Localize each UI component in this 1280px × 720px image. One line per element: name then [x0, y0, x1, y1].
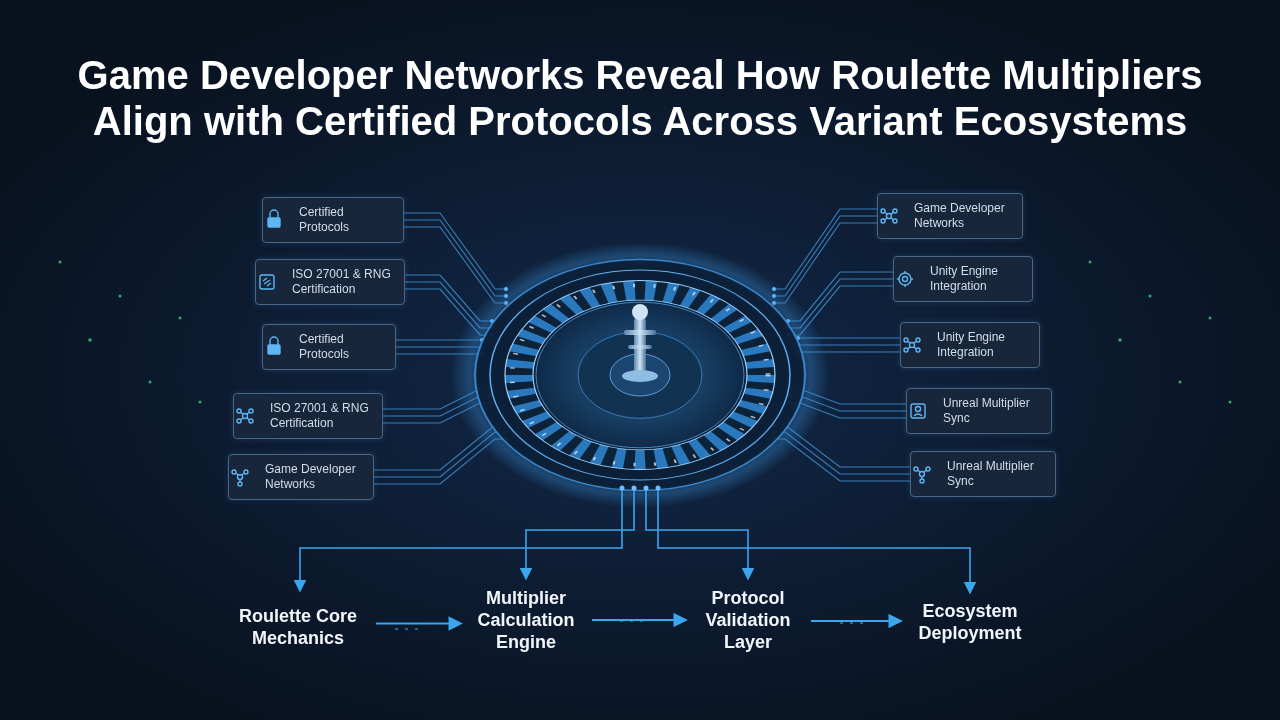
flow-arrow [811, 620, 900, 622]
box-label: Unity Engine Integration [930, 264, 1020, 294]
roulette-wheel [450, 242, 830, 508]
box-label: Unreal Multiplier Sync [947, 459, 1043, 489]
info-box: Certified Protocols [262, 324, 396, 370]
flow-step: Protocol Validation Layer [693, 587, 803, 653]
box-label: ISO 27001 & RNG Certification [270, 401, 370, 431]
box-label: Unreal Multiplier Sync [943, 396, 1039, 426]
flow-arrow [376, 623, 460, 625]
box-label: Certified Protocols [299, 332, 383, 362]
info-box: ISO 27001 & RNG Certification [233, 393, 383, 439]
step-label: Ecosystem Deployment [908, 600, 1032, 644]
info-box: Unreal Multiplier Sync [906, 388, 1052, 434]
info-box: Game Developer Networks [228, 454, 374, 500]
flow-step: Ecosystem Deployment [908, 600, 1032, 644]
step-label: Multiplier Calculation Engine [468, 587, 584, 653]
diagram-title: Game Developer Networks Reveal How Roule… [60, 52, 1220, 144]
box-label: Certified Protocols [299, 205, 391, 235]
info-box: Certified Protocols [262, 197, 404, 243]
step-label: Protocol Validation Layer [693, 587, 803, 653]
flow-step: Multiplier Calculation Engine [468, 587, 584, 653]
box-label: ISO 27001 & RNG Certification [292, 267, 392, 297]
box-label: Unity Engine Integration [937, 330, 1027, 360]
box-label: Game Developer Networks [265, 462, 361, 492]
flow-step: Roulette Core Mechanics [228, 605, 368, 649]
wheel-spindle [622, 304, 658, 382]
flow-arrow [592, 619, 685, 621]
info-box: ISO 27001 & RNG Certification [255, 259, 405, 305]
step-label: Roulette Core Mechanics [228, 605, 368, 649]
box-label: Game Developer Networks [914, 201, 1010, 231]
info-box: Unreal Multiplier Sync [910, 451, 1056, 497]
info-box: Unity Engine Integration [893, 256, 1033, 302]
info-box: Game Developer Networks [877, 193, 1023, 239]
info-box: Unity Engine Integration [900, 322, 1040, 368]
